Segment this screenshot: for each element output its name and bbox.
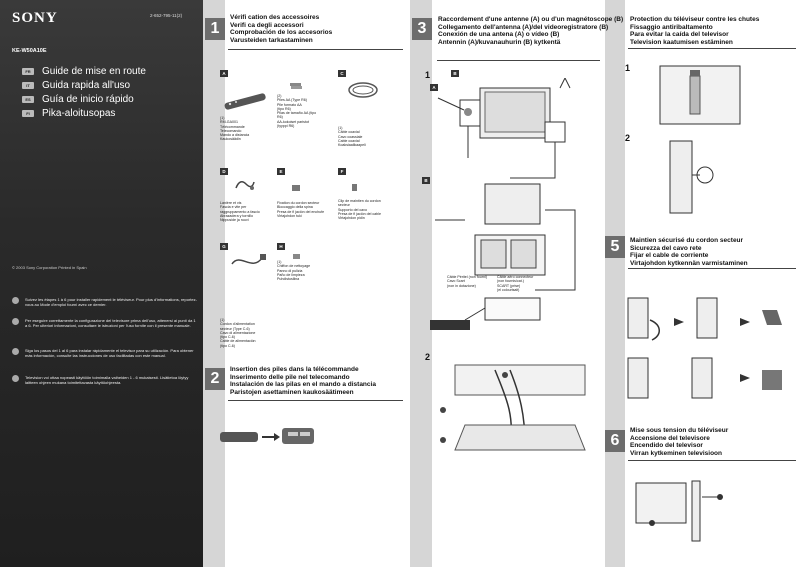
tv-strap-diagram-2 <box>650 137 740 217</box>
accessory-a2-desc: (2)Piles AA (Type R6)Pile formato AA(tip… <box>277 94 317 129</box>
guide-label: Pika-aloitusopas <box>42 108 116 119</box>
section-strip <box>410 0 432 567</box>
divider <box>628 48 796 49</box>
lang-badge: ES <box>22 96 34 103</box>
section-title: Insertion des piles dans la télécommande… <box>230 366 376 396</box>
guide-label: Guide de mise en route <box>42 66 146 77</box>
batteries-image <box>289 77 303 89</box>
diagram-tag-b: B <box>451 70 459 77</box>
item-tag-f: F <box>338 168 346 175</box>
step-label: 1 <box>625 63 631 73</box>
bullet-icon <box>12 297 19 304</box>
power-on-diagram <box>630 475 730 545</box>
guide-title-es: ES Guía de inicio rápido <box>22 94 134 105</box>
step-label: 1 <box>425 70 431 80</box>
lang-badge: FI <box>22 110 34 117</box>
divider <box>437 60 600 61</box>
diagram-tag-b: B <box>422 177 430 184</box>
lang-badge: IT <box>22 82 34 89</box>
divider <box>628 268 796 269</box>
tv-strap-diagram-1 <box>650 62 760 130</box>
copyright: © 2003 Sony Corporation Printed in Spain <box>12 265 87 270</box>
note-es: Siga los pasos del 1 al 6 para instalar … <box>12 348 197 358</box>
note-text: Suivez les étapes 1 à 6 pour installer r… <box>25 297 197 307</box>
section-strip <box>605 0 625 567</box>
item-tag-c: C <box>338 70 346 77</box>
note-text: Television voi ottaa nopeasti käyttöön t… <box>25 375 189 385</box>
antenna-connection-diagram <box>420 76 600 188</box>
bullet-icon <box>12 348 19 355</box>
guide-label: Guida rapida all'uso <box>42 80 131 91</box>
item-tag-h: H <box>277 243 285 250</box>
lang-badge: FR <box>22 68 34 75</box>
divider <box>228 49 403 50</box>
power-cord-image <box>228 250 268 270</box>
note-fr: Suivez les étapes 1 à 6 pour installer r… <box>12 297 197 307</box>
item-tag-e: E <box>277 168 285 175</box>
diagram-tag-a: A <box>430 84 438 91</box>
step-number: 6 <box>605 430 625 452</box>
remote-control-image <box>222 92 268 110</box>
note-it: Per eseguire correttamente la configuraz… <box>12 318 197 328</box>
power-cord-fixing-diagram <box>622 290 797 400</box>
step-number: 1 <box>205 18 225 40</box>
bullet-icon <box>12 375 19 382</box>
item-tag-g: G <box>220 243 228 250</box>
plug-holder-image <box>290 180 302 191</box>
guide-title-fi: FI Pika-aloitusopas <box>22 108 115 119</box>
guide-title-fr: FR Guide de mise en route <box>22 66 146 77</box>
cleaning-cloth-image <box>292 248 302 259</box>
note-text: Per eseguire correttamente la configuraz… <box>25 318 196 328</box>
model-number: KE-W50A10E <box>12 48 47 54</box>
cable-bundling-diagram <box>435 355 600 455</box>
bullet-icon <box>12 318 19 325</box>
strap-screw-image <box>232 176 258 192</box>
vcr-connection-diagram <box>425 180 600 340</box>
step-label: 2 <box>425 352 431 362</box>
sony-logo: SONY <box>12 10 58 26</box>
step-number: 2 <box>205 368 225 390</box>
divider <box>628 460 796 461</box>
note-fi: Television voi ottaa nopeasti käyttöön t… <box>12 375 197 385</box>
divider <box>228 400 403 401</box>
cover-panel <box>0 0 203 567</box>
cable-clip-image <box>350 180 360 191</box>
section-title: Protection du téléviseur contre les chut… <box>630 16 760 46</box>
guide-label: Guía de inicio rápido <box>42 94 134 105</box>
item-tag-d: D <box>220 168 228 175</box>
step-number: 3 <box>412 18 432 40</box>
section-title: Raccordement d'une antenne (A) ou d'un m… <box>438 16 624 46</box>
coaxial-cable-image <box>345 78 381 102</box>
part-number: 2-652-795-11(2) <box>150 13 183 18</box>
step-number: 5 <box>605 236 625 258</box>
section-strip <box>203 0 225 567</box>
battery-insertion-image <box>218 420 318 452</box>
step-label: 2 <box>625 133 631 143</box>
item-tag-a: A <box>220 70 228 77</box>
coax-cable-label: Câble aéro connecteur(non fournis/cat.)S… <box>497 275 534 292</box>
note-text: Siga los pasos del 1 al 6 para instalar … <box>25 348 194 358</box>
guide-title-it: IT Guida rapida all'uso <box>22 80 130 91</box>
scart-cable-label: Câble Péritel (non fourni)Cavo Scart(non… <box>447 275 487 288</box>
